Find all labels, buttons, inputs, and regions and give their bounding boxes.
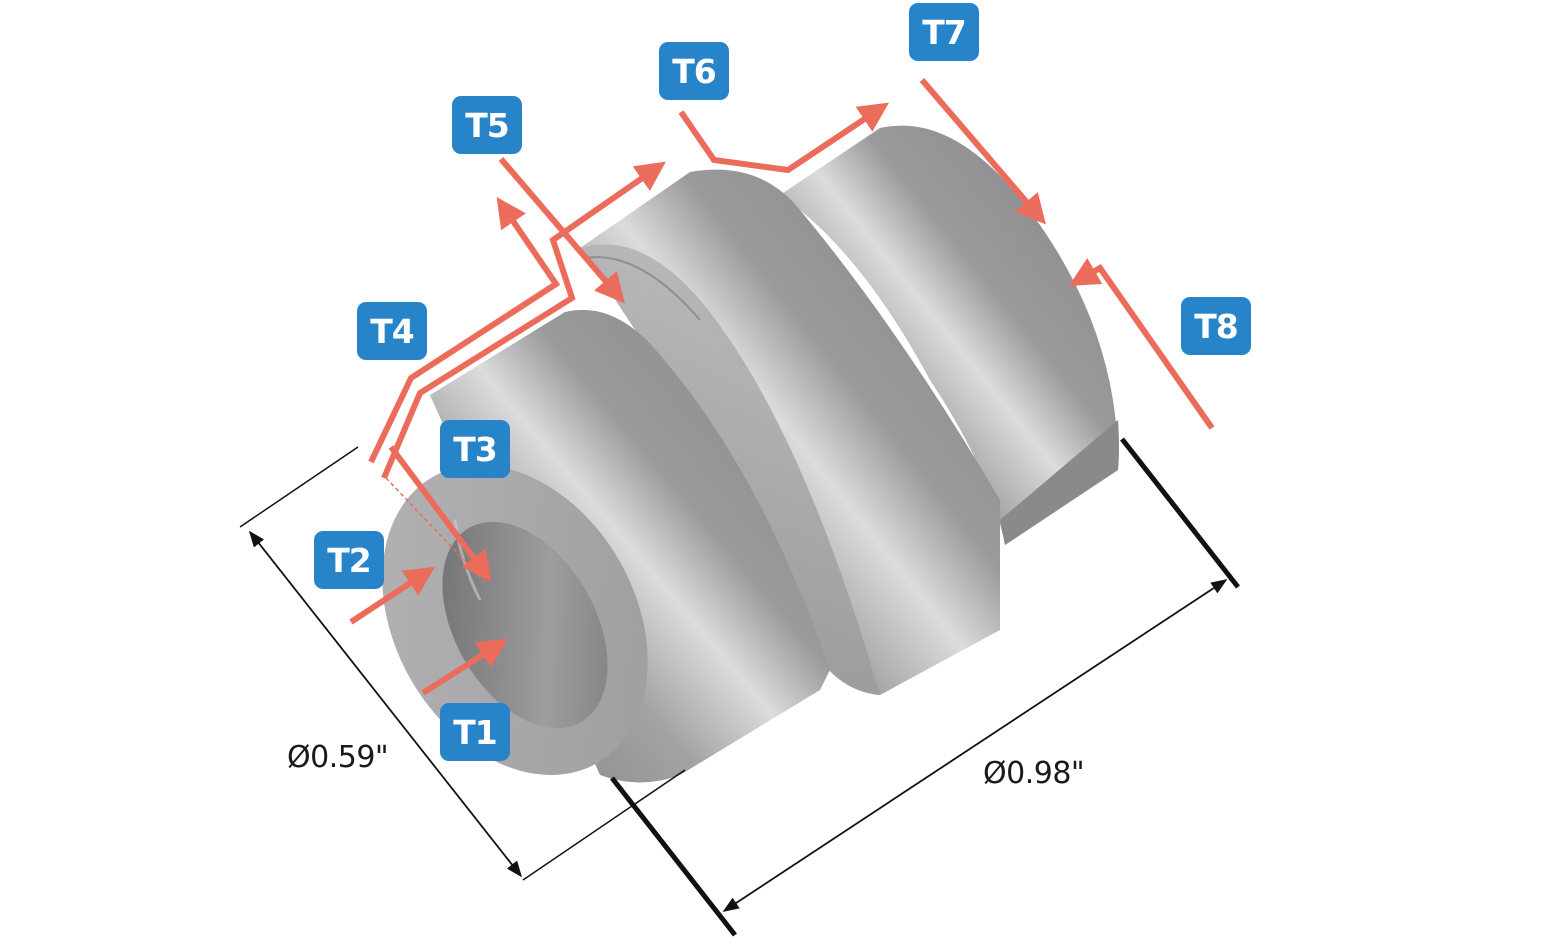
label-t2: T2: [314, 531, 384, 589]
large-diameter-label: Ø0.98": [983, 756, 1085, 791]
arrow-t7: [919, 78, 1046, 225]
rear-cylinder: [780, 125, 1119, 546]
label-t3: T3: [440, 420, 510, 478]
label-t6: T6: [659, 42, 729, 100]
dimension-large-diameter: [610, 437, 1240, 937]
arrow-t8: [1068, 258, 1215, 430]
arrow-t4-outer: [368, 197, 561, 464]
arrow-t5: [498, 157, 625, 304]
label-t4: T4: [357, 302, 427, 360]
arrow-t6: [678, 102, 889, 174]
label-t1: T1: [440, 703, 510, 761]
label-t7: T7: [909, 3, 979, 61]
arrow-t4-inner: [381, 161, 666, 480]
small-diameter-label: Ø0.59": [287, 740, 389, 775]
dimension-small-diameter: [239, 446, 686, 881]
label-t8: T8: [1181, 297, 1251, 355]
label-t5: T5: [452, 96, 522, 154]
